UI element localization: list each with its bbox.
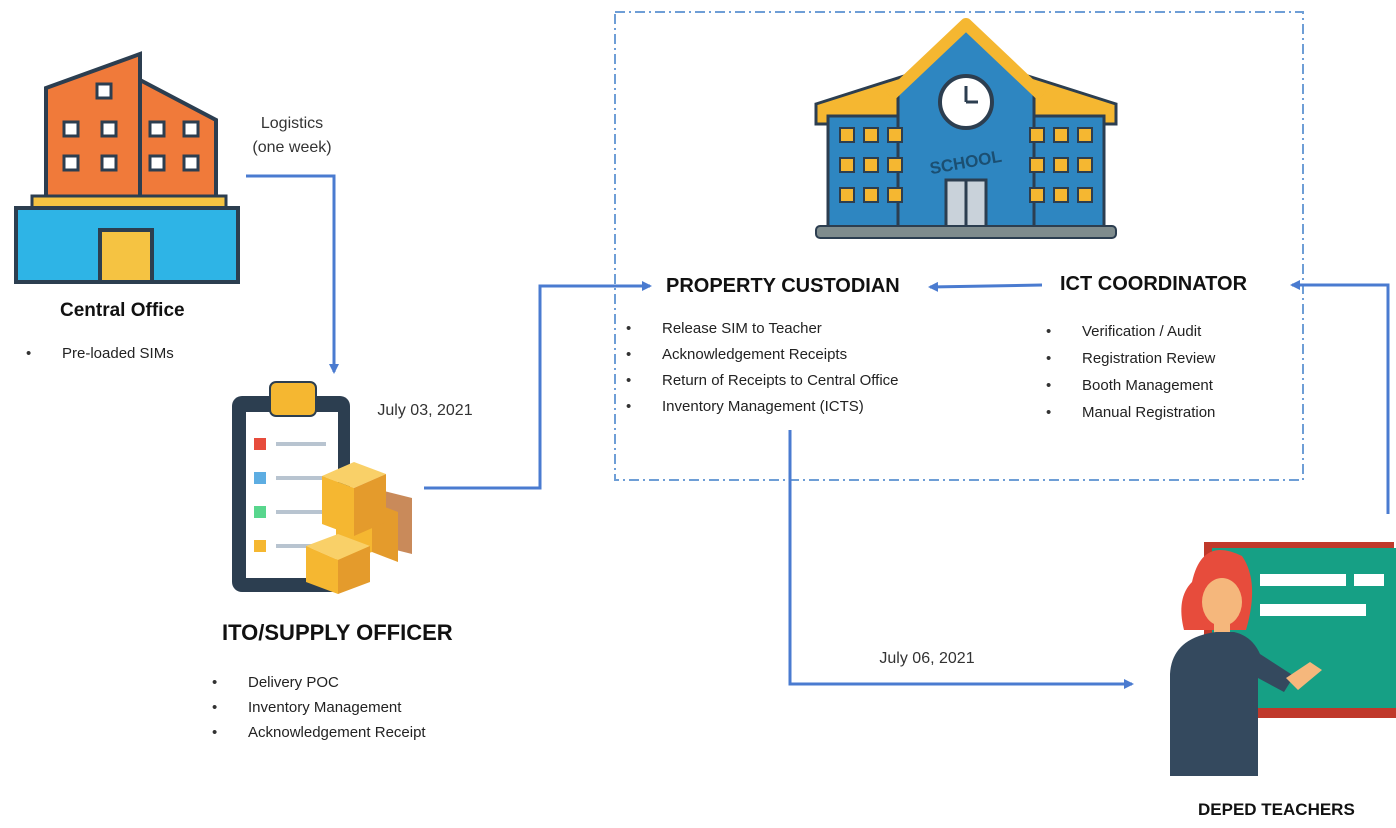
office-building-icon: [14, 51, 240, 284]
list-item: Release SIM to Teacher: [626, 316, 899, 342]
ito-supply-officer-title: ITO/SUPPLY OFFICER: [222, 620, 453, 645]
clock-icon: [938, 74, 994, 130]
deped-teachers-title: DEPED TEACHERS: [1198, 800, 1355, 819]
list-item: Manual Registration: [1046, 399, 1215, 426]
property-custodian-list: Release SIM to Teacher Acknowledgement R…: [626, 316, 899, 420]
list-item: Registration Review: [1046, 345, 1215, 372]
arrow-teachers-to-ict: [1290, 280, 1390, 514]
central-office-title: Central Office: [60, 300, 185, 321]
arrow-ito-to-custodian: [424, 281, 652, 490]
logistics-label: Logistics (one week): [252, 115, 332, 156]
arrow-ict-to-custodian: [928, 281, 1043, 292]
list-item: Inventory Management: [212, 695, 426, 720]
teacher-icon: [1170, 542, 1396, 776]
property-custodian-title: PROPERTY CUSTODIAN: [666, 275, 900, 297]
list-item: Inventory Management (ICTS): [626, 394, 899, 420]
date-label-teachers: July 06, 2021: [879, 650, 975, 667]
list-item: Delivery POC: [212, 670, 426, 695]
list-item: Return of Receipts to Central Office: [626, 368, 899, 394]
list-item: Pre-loaded SIMs: [26, 341, 174, 367]
ict-coordinator-list: Verification / Audit Registration Review…: [1046, 318, 1215, 426]
ict-coordinator-title: ICT COORDINATOR: [1060, 273, 1248, 295]
list-item: Booth Management: [1046, 372, 1215, 399]
school-region-boundary: [614, 11, 1304, 481]
ito-supply-officer-list: Delivery POC Inventory Management Acknow…: [212, 670, 426, 745]
list-item: Acknowledgement Receipts: [626, 342, 899, 368]
clipboard-boxes-icon: [232, 381, 412, 594]
school-building-icon: SCHOOL: [814, 17, 1118, 239]
date-label-custodian: July 03, 2021: [377, 402, 473, 419]
list-item: Verification / Audit: [1046, 318, 1215, 345]
arrow-central-to-ito: [246, 174, 339, 374]
list-item: Acknowledgement Receipt: [212, 720, 426, 745]
arrow-custodian-to-teachers: [788, 430, 1134, 689]
central-office-list: Pre-loaded SIMs: [26, 341, 174, 367]
